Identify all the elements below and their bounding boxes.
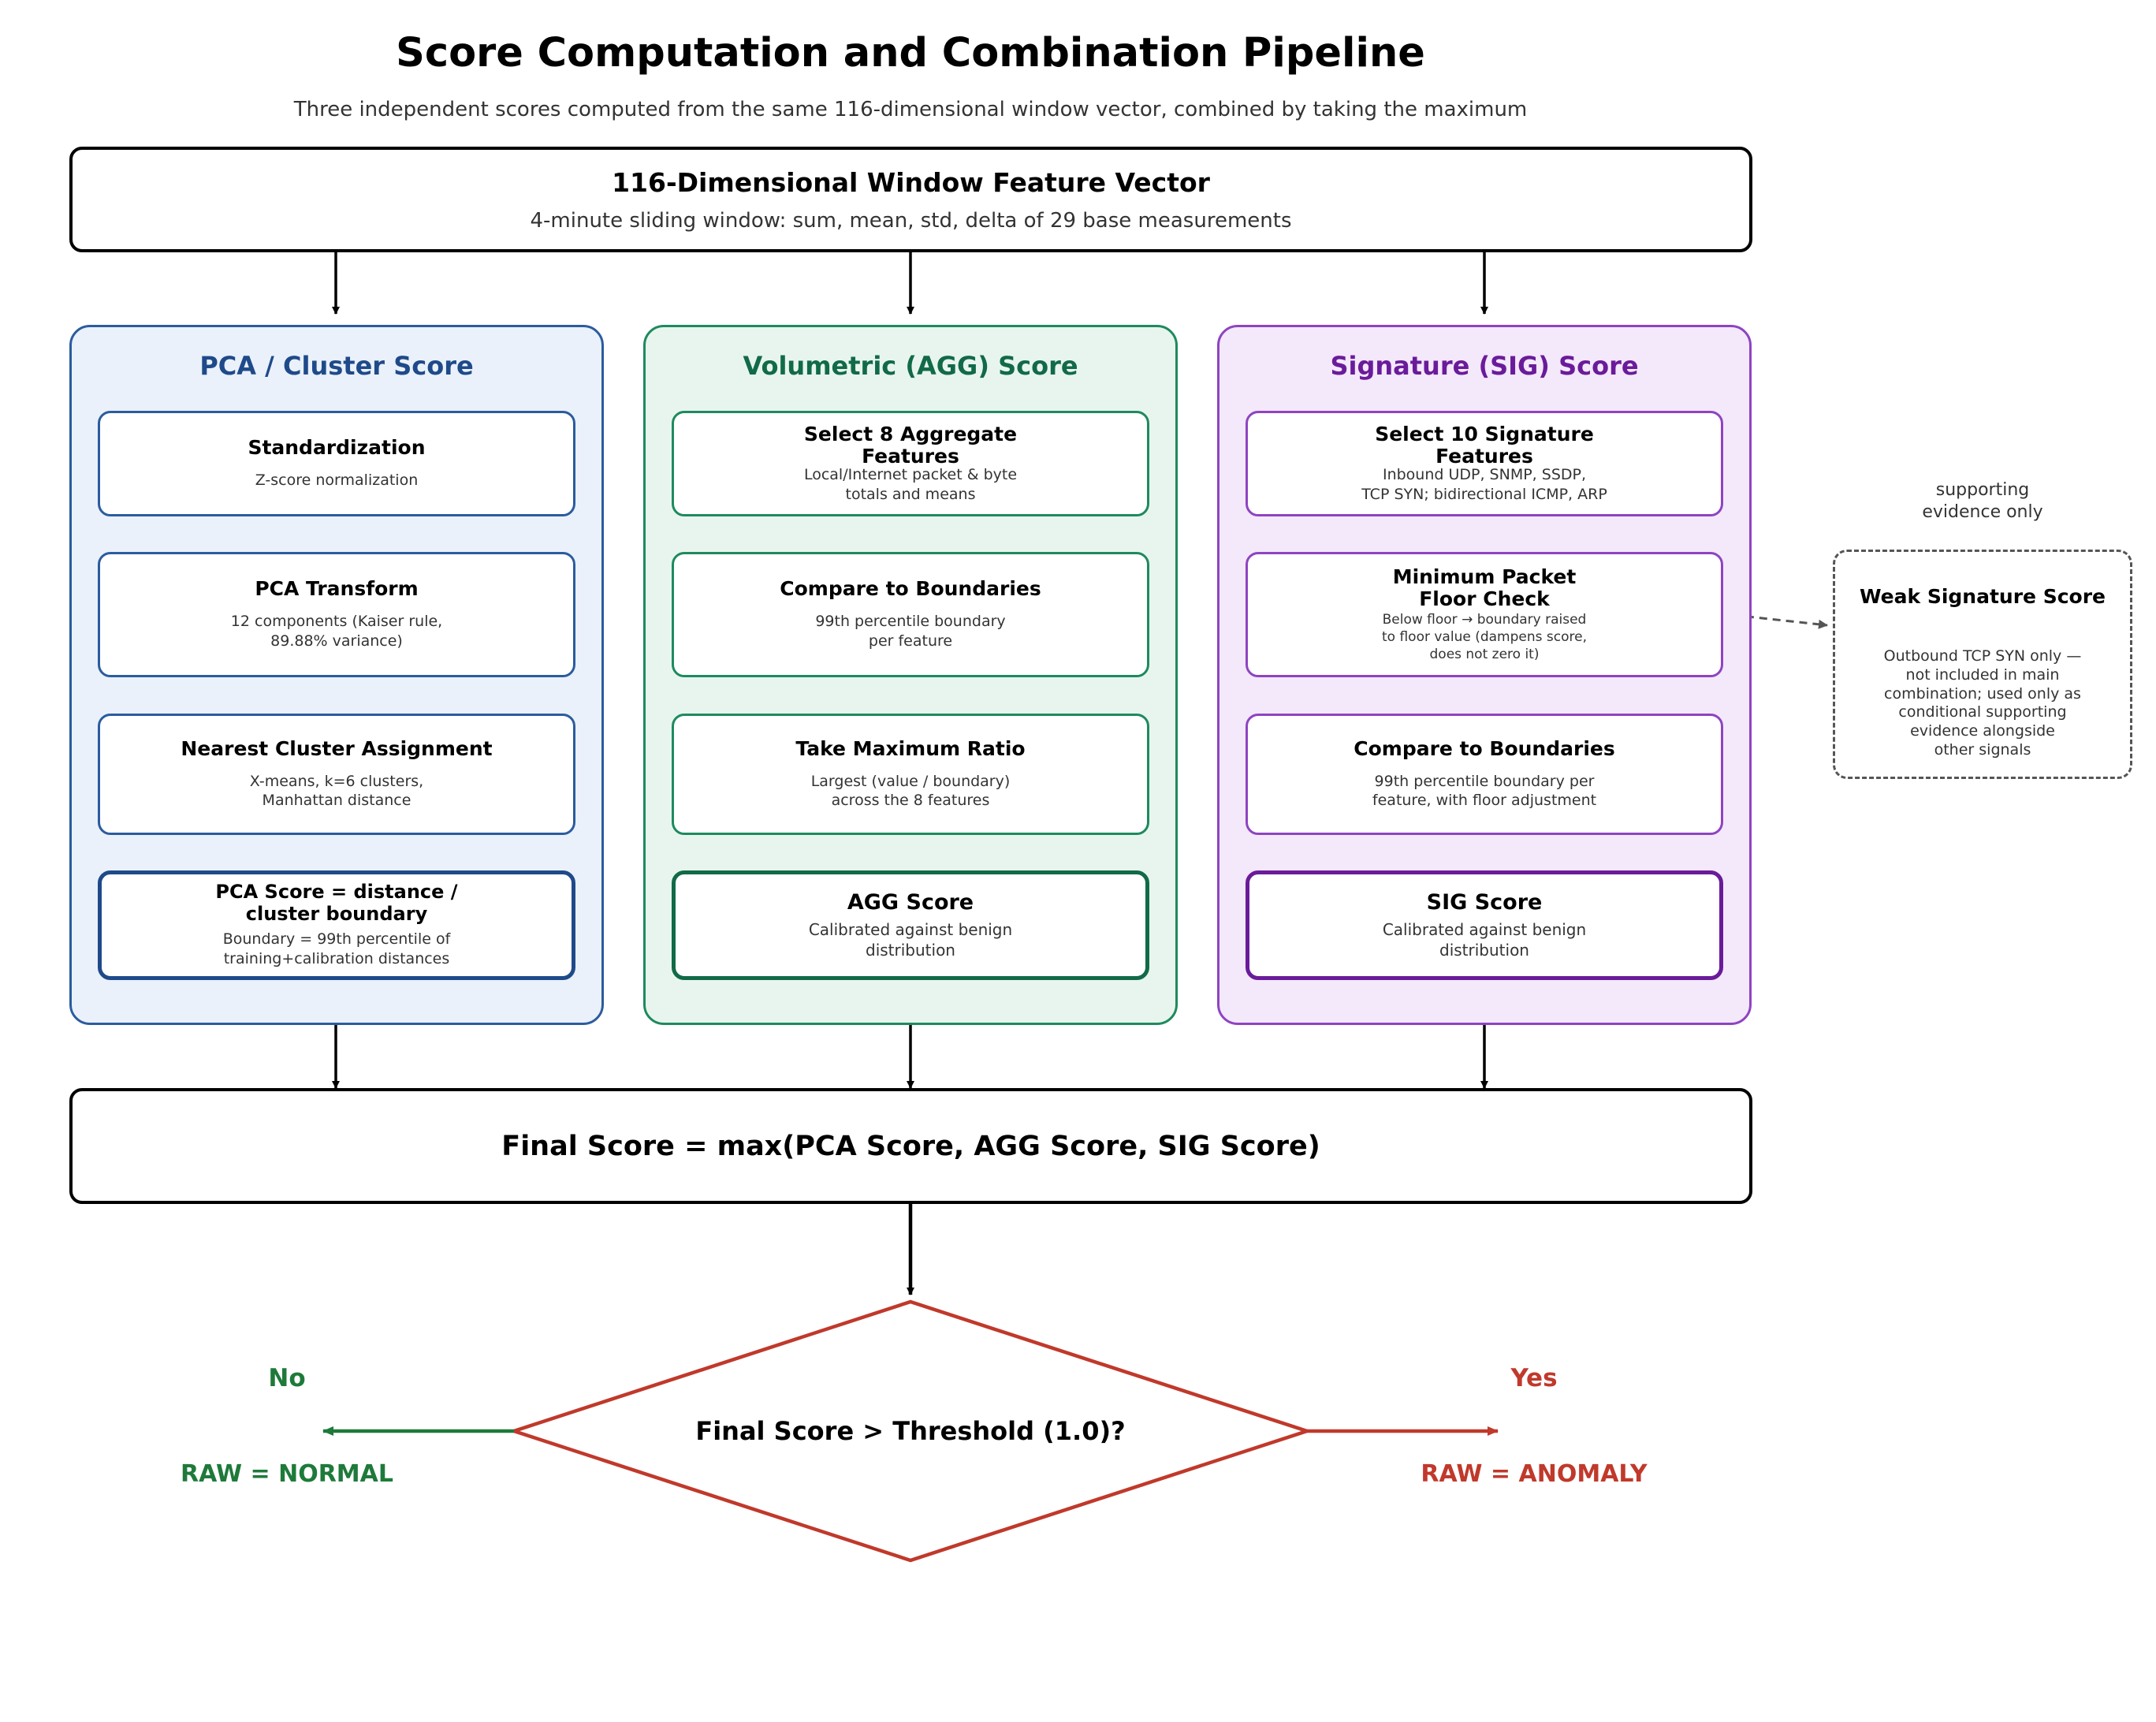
input-vector-title: 116-Dimensional Window Feature Vector [612,166,1210,198]
decision-question: Final Score > Threshold (1.0)? [695,1416,1126,1446]
agg-step-4-title: AGG Score [847,889,974,915]
agg-step-2-title: Compare to Boundaries [780,577,1041,601]
agg-step-3-title: Take Maximum Ratio [795,736,1026,760]
weak-signature-caption: supporting evidence only [1922,480,2043,522]
final-score-formula: Final Score = max(PCA Score, AGG Score, … [501,1130,1320,1162]
pca-step-4-title: PCA Score = distance / cluster boundary [215,881,458,925]
agg-step-compare-boundaries: Compare to Boundaries 99th percentile bo… [672,552,1149,677]
pca-step-1-title: Standardization [248,436,426,460]
agg-step-2-desc: 99th percentile boundary per feature [815,613,1006,650]
page-subtitle: Three independent scores computed from t… [293,98,1528,121]
agg-step-1-title: Select 8 Aggregate Features [803,422,1018,468]
pca-score-box: PCA Score = distance / cluster boundary … [98,870,575,980]
agg-step-max-ratio: Take Maximum Ratio Largest (value / boun… [672,714,1149,835]
agg-column-title: Volumetric (AGG) Score [743,351,1078,381]
anomaly-outcome: RAW = ANOMALY [1421,1460,1648,1488]
sig-column-title: Signature (SIG) Score [1330,351,1639,381]
sig-step-floor-check: Minimum Packet Floor Check Below floor →… [1246,552,1723,677]
input-vector-description: 4-minute sliding window: sum, mean, std,… [530,208,1292,233]
sig-step-3-title: Compare to Boundaries [1354,736,1615,760]
sig-score-box: SIG Score Calibrated against benign dist… [1246,870,1723,980]
agg-step-1-desc: Local/Internet packet & byte totals and … [803,466,1018,503]
weak-signature-box: Weak Signature Score Outbound TCP SYN on… [1833,550,2132,779]
sig-step-4-title: SIG Score [1426,889,1543,915]
no-branch-label: No [268,1364,306,1392]
sig-step-2-desc: Below floor → boundary raised to floor v… [1382,612,1587,663]
sig-step-select-features: Select 10 Signature Features Inbound UDP… [1246,411,1723,516]
normal-outcome: RAW = NORMAL [181,1460,393,1488]
agg-score-box: AGG Score Calibrated against benign dist… [672,870,1149,980]
pca-step-3-desc: X-means, k=6 clusters, Manhattan distanc… [249,772,424,810]
yes-branch-label: Yes [1510,1364,1558,1392]
sig-step-4-desc: Calibrated against benign distribution [1382,920,1587,960]
pca-step-3-title: Nearest Cluster Assignment [181,736,493,760]
sig-step-compare-boundaries: Compare to Boundaries 99th percentile bo… [1246,714,1723,835]
agg-step-3-desc: Largest (value / boundary) across the 8 … [810,772,1011,810]
pca-step-2-title: PCA Transform [255,577,419,601]
pca-step-1-desc: Z-score normalization [255,472,419,490]
decision-diamond [508,1299,1313,1563]
pca-step-2-desc: 12 components (Kaiser rule, 89.88% varia… [230,613,443,650]
agg-step-4-desc: Calibrated against benign distribution [808,920,1013,960]
sig-step-1-title: Select 10 Signature Features [1375,422,1594,468]
pca-step-4-desc: Boundary = 99th percentile of training+c… [222,930,451,968]
pca-step-standardization: Standardization Z-score normalization [98,411,575,516]
sig-step-1-desc: Inbound UDP, SNMP, SSDP, TCP SYN; bidire… [1361,466,1607,503]
pca-column-title: PCA / Cluster Score [199,351,474,381]
weak-signature-description: Outbound TCP SYN only — not included in … [1883,647,2082,758]
weak-signature-title: Weak Signature Score [1860,585,2106,608]
sig-step-3-desc: 99th percentile boundary per feature, wi… [1372,772,1597,810]
input-vector-box: 116-Dimensional Window Feature Vector 4-… [69,147,1752,252]
sig-step-2-title: Minimum Packet Floor Check [1392,565,1577,611]
pca-step-transform: PCA Transform 12 components (Kaiser rule… [98,552,575,677]
page-title: Score Computation and Combination Pipeli… [396,30,1425,76]
agg-step-select-features: Select 8 Aggregate Features Local/Intern… [672,411,1149,516]
pca-step-cluster-assignment: Nearest Cluster Assignment X-means, k=6 … [98,714,575,835]
final-score-box: Final Score = max(PCA Score, AGG Score, … [69,1088,1752,1204]
